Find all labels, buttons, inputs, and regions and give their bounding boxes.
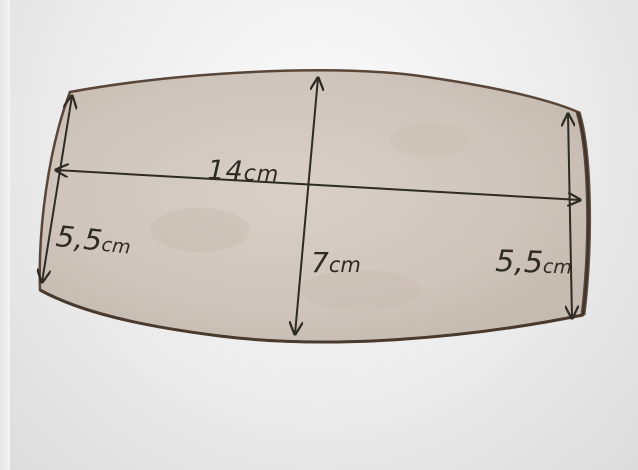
right-side-value: 5,5: [494, 244, 544, 281]
photo-edge-shadow: [0, 0, 10, 470]
right-side-unit: cm: [542, 255, 573, 279]
height-arrow: [295, 78, 318, 334]
length-unit: cm: [243, 161, 280, 188]
left-side-unit: cm: [100, 233, 132, 259]
left-side-arrow: [42, 96, 72, 282]
height-unit: cm: [328, 253, 361, 277]
right-side-label: 5,5cm: [495, 244, 573, 282]
height-label: 7cm: [311, 246, 361, 279]
height-value: 7: [311, 246, 329, 279]
right-side-arrow: [568, 114, 572, 318]
length-label: 14cm: [207, 155, 280, 188]
left-side-value: 5,5: [54, 219, 104, 258]
length-value: 14: [206, 155, 245, 188]
